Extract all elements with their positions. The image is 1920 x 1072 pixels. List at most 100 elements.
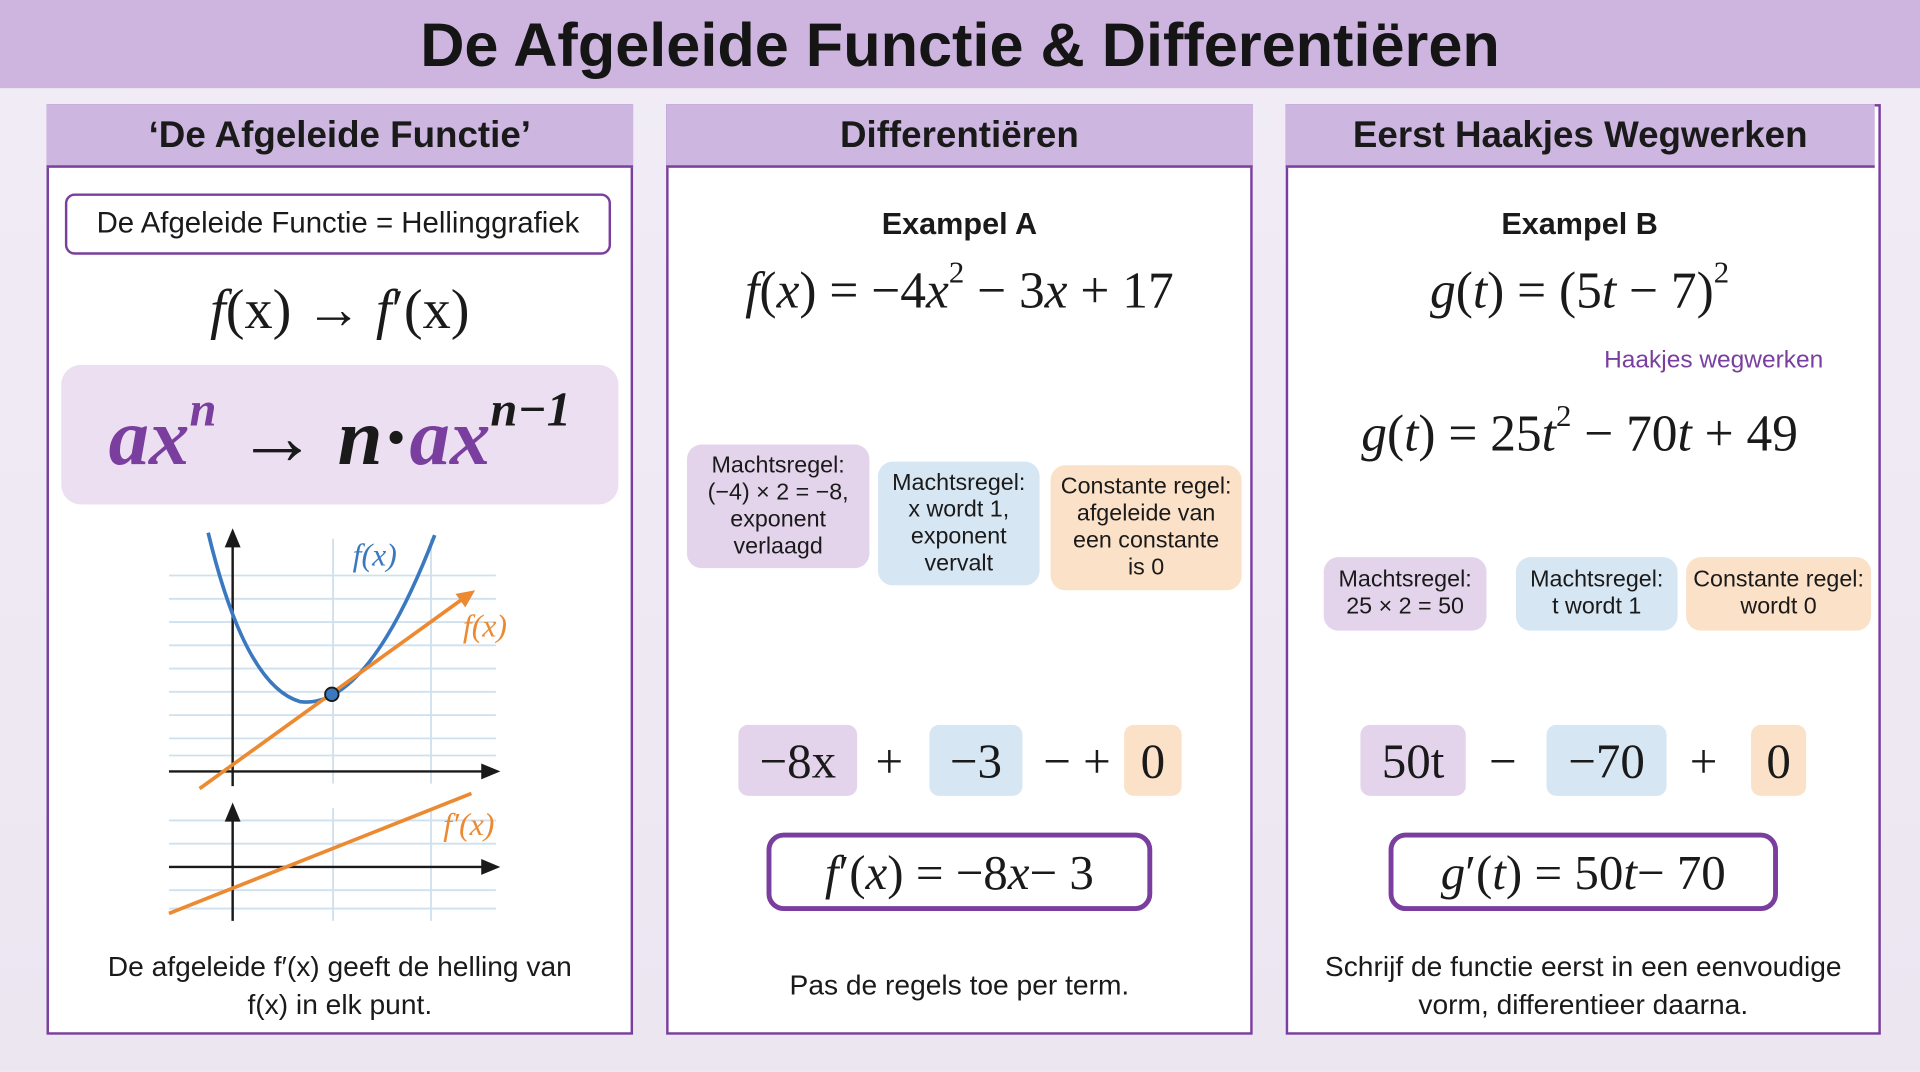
formula-segment: − 3: [964, 263, 1045, 320]
caption-line: vorm, differentieer daarna.: [1418, 988, 1749, 1021]
formula-segment: ′(: [838, 844, 866, 900]
function-formula: f(x) = −4x2 − 3x + 17: [666, 258, 1253, 321]
tangent-point: [324, 686, 340, 702]
term-result: −3: [929, 724, 1023, 796]
formula-segment: + 49: [1691, 406, 1798, 463]
formula-segment: n−1: [490, 382, 571, 437]
rule-line: wordt 0: [1740, 593, 1817, 620]
formula-segment: 2: [1713, 256, 1730, 291]
expanded-formula: g(t) = 25t2 − 70t + 49: [1286, 401, 1874, 464]
caption-line: De afgeleide f′(x) geeft de helling van: [107, 950, 572, 983]
rule-line: afgeleide van: [1076, 500, 1216, 527]
formula-segment: t: [1472, 263, 1488, 320]
term-result: 50t: [1360, 724, 1466, 796]
formula-segment: t: [1492, 844, 1506, 900]
formula-segment: f: [210, 277, 226, 341]
term-result: 0: [1751, 724, 1807, 796]
title-bar: [0, 0, 1920, 89]
rule-line: exponent: [730, 506, 827, 533]
formula-segment: ax: [108, 393, 190, 483]
grid: [168, 538, 496, 921]
formula-segment: f: [745, 263, 760, 320]
rule-line: (−4) × 2 = −8,: [707, 479, 849, 506]
page-title: De Afgeleide Functie & Differentiëren: [420, 11, 1500, 80]
label-f-orange: f(x): [463, 609, 507, 644]
formula-segment: − 70: [1636, 844, 1726, 900]
formula-segment: x: [865, 844, 888, 900]
formula-segment: x: [1007, 844, 1030, 900]
formula-segment: ) = 50: [1505, 844, 1624, 900]
formula-segment: t: [1677, 406, 1692, 463]
formula-segment: − 70: [1571, 406, 1678, 463]
operator: +: [875, 733, 904, 789]
panel-derivative-function: ‘De Afgeleide Functie’: [46, 104, 634, 1035]
formula-segment: x: [925, 263, 949, 320]
formula-segment: (: [1386, 406, 1405, 463]
formula-segment: ′(x): [391, 277, 470, 341]
formula-segment: ) = −4: [799, 263, 926, 320]
rule-line: Machtsregel:: [892, 469, 1026, 496]
rule-line: Machtsregel:: [711, 452, 845, 479]
caption-line: Schrijf de functie eerst in een eenvoudi…: [1324, 950, 1842, 983]
power-rule-formula: axn → n·axn−1: [61, 364, 619, 505]
panel-header: ‘De Afgeleide Functie’: [46, 104, 634, 168]
label-f-blue: f(x): [353, 538, 397, 573]
formula-segment: 2: [948, 256, 965, 291]
formula-segment: x: [1044, 263, 1068, 320]
formula-segment: ) = (5: [1487, 263, 1602, 320]
formula-segment: f: [375, 277, 392, 341]
formula-segment: + 17: [1067, 263, 1174, 320]
operator: −: [1488, 733, 1517, 789]
formula-segment: t: [1541, 406, 1556, 463]
definition-box: De Afgeleide Functie = Hellinggrafiek: [64, 193, 612, 255]
caption-line: f(x) in elk punt.: [247, 988, 433, 1021]
panel-header: Eerst Haakjes Wegwerken: [1285, 104, 1875, 168]
panel-header: Differentiëren: [666, 104, 1253, 168]
formula-segment: (: [759, 263, 777, 320]
term-result: 0: [1124, 724, 1182, 796]
formula-segment: t: [1601, 263, 1617, 320]
formula-segment: t: [1623, 844, 1637, 900]
rule-line: Constante regel:: [1693, 566, 1864, 593]
rule-line: exponent: [910, 523, 1007, 550]
function-formula: g(t) = (5t − 7)2: [1286, 258, 1874, 321]
formula-segment: − 7): [1616, 263, 1714, 320]
formula-segment: g: [1440, 844, 1466, 900]
formula-segment: − 3: [1029, 844, 1094, 900]
rule-line: vervalt: [924, 550, 994, 577]
formula-segment: ′(: [1465, 844, 1493, 900]
rule-line: x wordt 1,: [908, 496, 1010, 523]
rule-line: t wordt 1: [1552, 593, 1642, 620]
rule-line: 25 × 2 = 50: [1346, 593, 1464, 620]
formula-segment: ) = −8: [887, 844, 1008, 900]
formula-segment: →: [216, 393, 338, 483]
rule-box-linear: Machtsregel:t wordt 1: [1515, 557, 1678, 631]
label-fprime: f′(x): [443, 807, 494, 842]
formula-segment: 2: [1555, 400, 1572, 434]
formula-segment: t: [1404, 406, 1419, 463]
derivative-line: [168, 791, 473, 916]
rule-line: een constante: [1073, 527, 1220, 554]
formula-segment: (x) →: [225, 277, 376, 341]
term-result: −70: [1546, 724, 1667, 796]
formula-segment: x: [776, 263, 800, 320]
step-label: Haakjes wegwerken: [1604, 346, 1824, 374]
rule-line: verlaagd: [733, 533, 823, 559]
formula-segment: ) = 25: [1418, 406, 1542, 463]
rule-box-power: Machtsregel:25 × 2 = 50: [1323, 557, 1487, 631]
formula-segment: n: [189, 382, 217, 437]
arrowhead: [455, 590, 476, 608]
formula-segment: g: [1430, 263, 1456, 320]
mapping-formula: f(x) → f′(x): [47, 277, 634, 342]
rule-line: is 0: [1128, 554, 1165, 581]
operator: +: [1689, 733, 1718, 789]
caption-panel3: Schrijf de functie eerst in een eenvoudi…: [1286, 948, 1881, 1024]
formula-segment: n: [337, 393, 383, 483]
formula-segment: ·: [382, 393, 410, 483]
example-title: Exampel B: [1501, 206, 1658, 242]
